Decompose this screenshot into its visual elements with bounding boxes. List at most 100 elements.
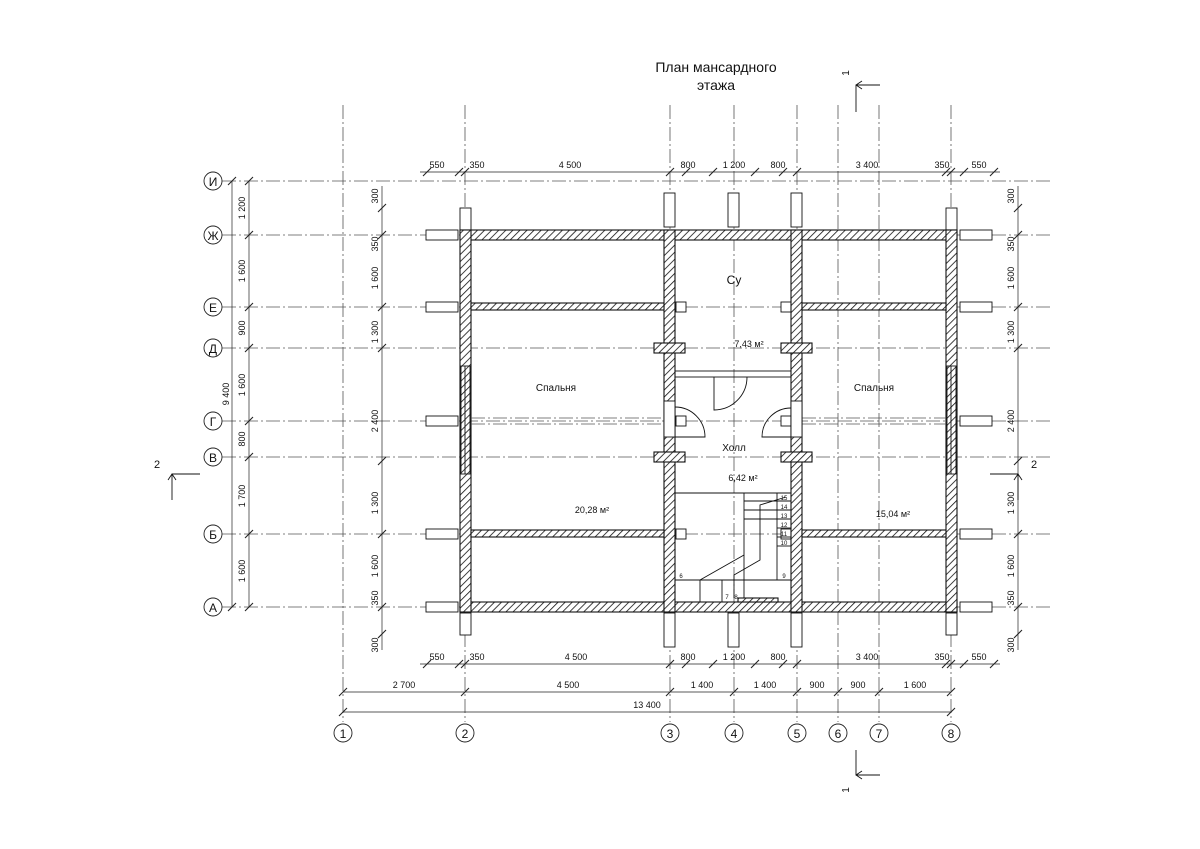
room-area: 20,28 м² bbox=[575, 505, 609, 515]
room-area: 6,42 м² bbox=[728, 473, 757, 483]
log-end bbox=[959, 528, 993, 540]
log-end bbox=[959, 415, 993, 427]
axis-label: 7 bbox=[876, 727, 883, 741]
dim-text: 800 bbox=[770, 652, 785, 662]
log-end bbox=[459, 612, 472, 636]
axis-label: Д bbox=[209, 342, 217, 356]
log-end bbox=[959, 601, 993, 613]
axis-label: 1 bbox=[340, 727, 347, 741]
axis-bubble bbox=[869, 723, 889, 743]
section-marker-2: 2 2 bbox=[154, 459, 1037, 500]
dim-text: 300 bbox=[1006, 637, 1016, 652]
dim-text: 1 600 bbox=[237, 260, 247, 283]
plan-title-line2: этажа bbox=[697, 77, 735, 93]
section-arrow-head bbox=[171, 473, 177, 481]
dim-text: 800 bbox=[680, 652, 695, 662]
log-end bbox=[675, 528, 687, 540]
wall-bottom bbox=[459, 601, 958, 613]
log-end bbox=[727, 192, 740, 228]
dim-text: 350 bbox=[1006, 590, 1016, 605]
log-ends bbox=[425, 192, 993, 648]
dim-text: 900 bbox=[809, 680, 824, 690]
axis-label: 8 bbox=[948, 727, 955, 741]
plan-title-line1: План мансардного bbox=[655, 59, 777, 75]
door-swing-left bbox=[674, 406, 706, 438]
dim-text: 350 bbox=[370, 236, 380, 251]
axis-label: 3 bbox=[667, 727, 674, 741]
dim-text: 1 600 bbox=[370, 267, 380, 290]
stair-number: 15 bbox=[781, 496, 788, 502]
log-end bbox=[790, 192, 803, 228]
section-arrow-head bbox=[855, 84, 863, 90]
log-end bbox=[959, 229, 993, 241]
axis-label: В bbox=[209, 451, 217, 465]
dim-text: 1 400 bbox=[754, 680, 777, 690]
dim-text: 350 bbox=[1006, 236, 1016, 251]
axis-bubble bbox=[203, 447, 223, 467]
wall-stub bbox=[780, 342, 813, 354]
section-cut-arrow bbox=[855, 84, 880, 112]
log-end bbox=[675, 415, 687, 427]
dim-text: 800 bbox=[237, 431, 247, 446]
axis-label: 4 bbox=[731, 727, 738, 741]
log-end bbox=[425, 301, 459, 313]
dimension-lines bbox=[227, 167, 1023, 717]
axis-label: 2 bbox=[462, 727, 469, 741]
axis-label: 5 bbox=[794, 727, 801, 741]
door-swing-wc bbox=[713, 376, 748, 411]
log-end bbox=[790, 612, 803, 648]
axis-bubble bbox=[203, 524, 223, 544]
room-name: Спальня bbox=[536, 383, 576, 394]
section-label: 1 bbox=[841, 70, 852, 76]
staircase: 15 14 13 12 11 10 9 8 7 6 bbox=[675, 492, 792, 603]
section-cut-arrow bbox=[171, 473, 200, 500]
section-label: 2 bbox=[1031, 459, 1037, 471]
stair-outline bbox=[675, 492, 792, 602]
room-name: Холл bbox=[722, 443, 746, 454]
dim-text: 300 bbox=[370, 637, 380, 652]
window-left bbox=[460, 365, 471, 475]
door-opening bbox=[663, 400, 676, 438]
section-arrow-head bbox=[855, 774, 863, 780]
dim-text: 2 400 bbox=[370, 410, 380, 433]
dim-text: 800 bbox=[770, 160, 785, 170]
section-marker-1: 1 1 bbox=[841, 70, 880, 793]
dim-text: 1 400 bbox=[691, 680, 714, 690]
dim-text-overall-y: 9 400 bbox=[221, 383, 231, 406]
dims-left-outer: 1 200 1 600 900 1 600 800 1 700 1 600 9 … bbox=[221, 197, 247, 583]
axis-bubble bbox=[660, 723, 680, 743]
dim-text: 900 bbox=[237, 320, 247, 335]
axis-label: 6 bbox=[835, 727, 842, 741]
dims-right: 300 350 1 600 1 300 2 400 1 300 1 600 35… bbox=[1006, 188, 1016, 652]
section-arrow-head bbox=[1017, 473, 1023, 481]
dim-text: 1 600 bbox=[1006, 555, 1016, 578]
dim-text: 3 400 bbox=[856, 652, 879, 662]
dim-text: 1 200 bbox=[723, 652, 746, 662]
window-right bbox=[946, 365, 957, 475]
wall-stub bbox=[653, 342, 686, 354]
dim-text: 550 bbox=[429, 652, 444, 662]
axis-bubble bbox=[203, 297, 223, 317]
dim-text: 2 400 bbox=[1006, 410, 1016, 433]
dim-text: 350 bbox=[469, 160, 484, 170]
stair-number: 10 bbox=[781, 541, 788, 547]
log-end bbox=[675, 301, 687, 313]
wall-right bbox=[945, 229, 958, 613]
section-arrow-head bbox=[167, 473, 173, 481]
beam bbox=[470, 302, 665, 311]
log-end bbox=[425, 415, 459, 427]
beam bbox=[801, 529, 947, 538]
log-end bbox=[780, 415, 792, 427]
dims-bottom: 550 350 4 500 800 1 200 800 3 400 350 55… bbox=[393, 652, 987, 710]
axis-bubble bbox=[203, 225, 223, 245]
axis-bubble bbox=[203, 171, 223, 191]
section-cut-arrow bbox=[855, 750, 880, 776]
dim-text: 350 bbox=[934, 160, 949, 170]
room-area: 15,04 м² bbox=[876, 509, 910, 519]
wall-left bbox=[459, 229, 472, 613]
dim-text: 3 400 bbox=[856, 160, 879, 170]
dim-text: 1 600 bbox=[904, 680, 927, 690]
log-end bbox=[727, 612, 740, 648]
axis-bubbles-y: И Ж Е Д Г В Б А bbox=[203, 171, 223, 617]
